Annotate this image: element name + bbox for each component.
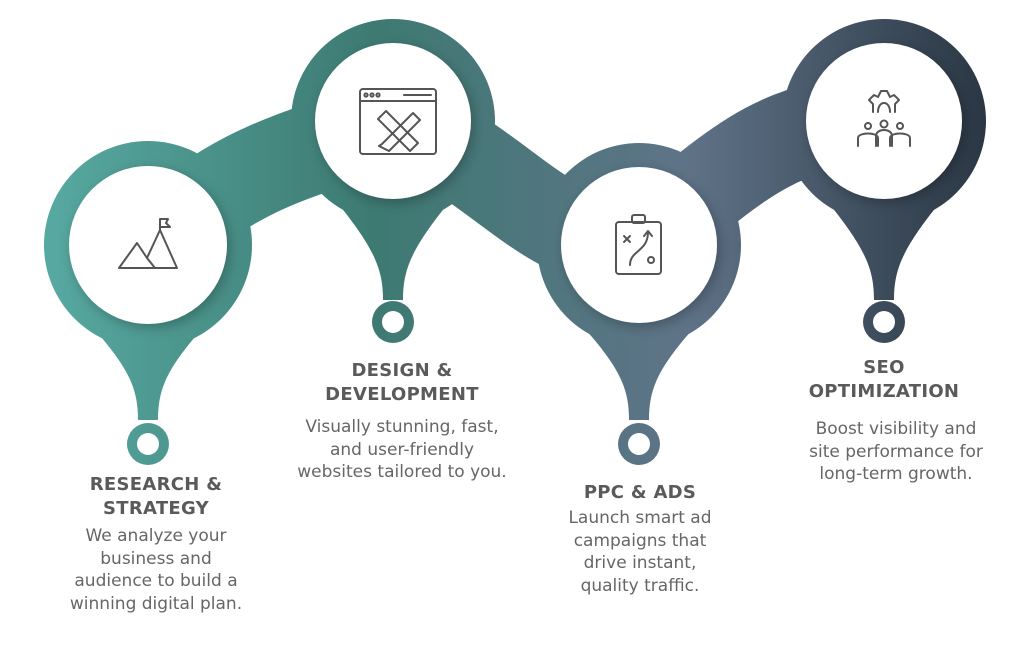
step-circle-3 [561,167,717,323]
step-circle-2 [315,43,471,199]
step-title: PPC & ADS [583,482,697,503]
step-title: RESEARCH &STRATEGY [89,474,223,519]
gear-team-icon [857,90,911,147]
clipboard-strategy-icon [615,214,662,275]
step-circle-1 [69,166,227,324]
mountain-flag-icon [118,218,178,269]
step-design-development: DESIGN &DEVELOPMENT Visually stunning, f… [262,359,542,484]
step-description: Visually stunning, fast,and user-friendl… [297,417,507,482]
drop-holes [137,311,895,455]
step-title: DESIGN &DEVELOPMENT [325,360,479,405]
browser-pencil-ruler-icon [359,88,437,155]
